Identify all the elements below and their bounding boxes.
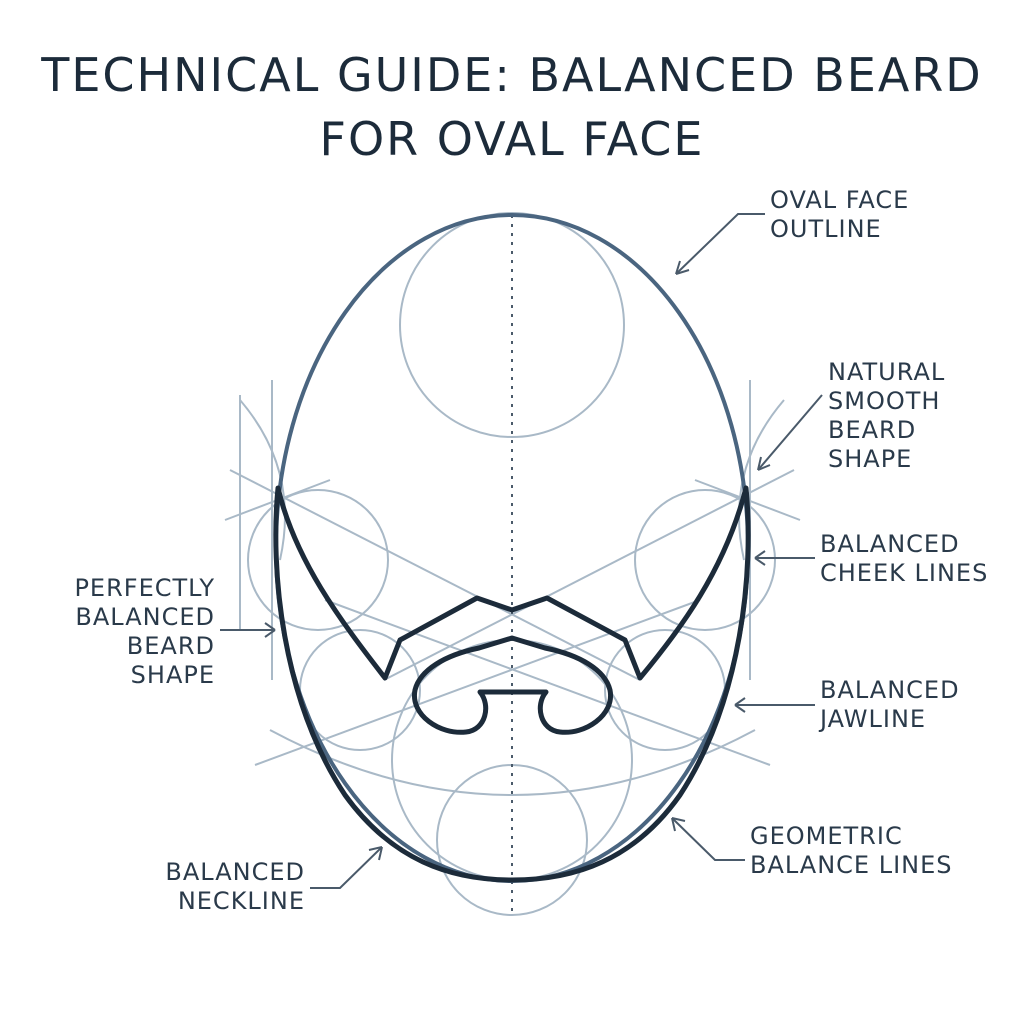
label-line: NATURAL [828,358,946,386]
label-perfectly-balanced: PERFECTLY BALANCED BEARD SHAPE [60,574,215,690]
label-line: CHEEK LINES [820,559,989,587]
label-line: NECKLINE [177,887,305,915]
label-oval-outline: OVAL FACE OUTLINE [770,186,909,244]
label-line: JAWLINE [820,705,927,733]
right-cheek-circle [634,489,776,631]
label-geometric: GEOMETRIC BALANCE LINES [750,822,953,880]
label-line: BEARD [126,632,215,660]
beard-shape [273,485,751,883]
arrow-oval-outline [675,213,765,275]
label-line: SMOOTH [828,387,941,415]
left-cheek-circle [247,489,389,631]
title-line-2: FOR OVAL FACE [319,112,705,166]
label-line: SHAPE [828,445,913,473]
label-line: BALANCED [75,603,215,631]
label-cheek-lines: BALANCED CHEEK LINES [820,530,988,588]
label-jawline: BALANCED JAWLINE [820,676,960,734]
title-line-1: TECHNICAL GUIDE: BALANCED BEARD [41,48,983,102]
label-line: BALANCED [820,676,960,704]
label-line: PERFECTLY [74,574,215,602]
arrow-natural-smooth [757,394,823,471]
label-line: BALANCED [820,530,960,558]
label-line: OUTLINE [770,215,882,243]
label-line: GEOMETRIC [750,822,903,850]
arrow-neckline [310,846,383,889]
arrow-geometric [671,817,745,861]
label-line: OVAL FACE [770,186,910,214]
label-natural-smooth: NATURAL SMOOTH BEARD SHAPE [828,358,945,474]
label-line: BALANCED [165,858,305,886]
label-line: BALANCE LINES [750,851,953,879]
label-neckline: BALANCED NECKLINE [150,858,305,916]
label-line: SHAPE [130,661,215,689]
mouth-shape [412,635,613,735]
arrows [220,213,823,889]
label-line: BEARD [828,416,917,444]
